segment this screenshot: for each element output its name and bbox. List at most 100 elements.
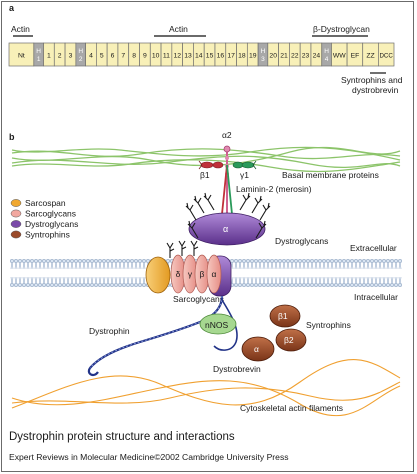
syntrophins-label: Syntrophins	[306, 320, 351, 330]
lipid-head	[245, 258, 251, 264]
lipid-head	[45, 282, 51, 288]
lipid-head	[353, 258, 359, 264]
domain-label: 13	[184, 53, 192, 60]
lipid-head	[241, 258, 247, 264]
lipid-head	[285, 282, 291, 288]
lipid-head	[73, 282, 79, 288]
lipid-head	[77, 258, 83, 264]
lipid-head	[121, 282, 127, 288]
legend: SarcospanSarcoglycansDystroglycansSyntro…	[10, 198, 78, 240]
actin-mid-label: Actin	[169, 24, 188, 34]
syntrophin-beta2	[275, 328, 307, 352]
lipid-head	[393, 258, 399, 264]
lipid-head	[281, 258, 287, 264]
syntrophin-alpha-label: α	[254, 344, 259, 354]
panel-a-label: a	[9, 3, 15, 13]
lipid-head	[233, 282, 239, 288]
glycan-chains	[166, 192, 271, 258]
lipid-head	[41, 282, 47, 288]
glycan-chain	[239, 192, 251, 211]
lipid-head	[249, 282, 255, 288]
lipid-head	[81, 282, 87, 288]
lipid-head	[309, 258, 315, 264]
lipid-head	[385, 282, 391, 288]
domain-dcc	[378, 42, 395, 67]
lipid-head	[145, 258, 151, 264]
domain-label: 1	[47, 53, 51, 60]
domain-label: 3	[69, 53, 73, 60]
lipid-head	[397, 258, 403, 264]
lipid-head	[381, 282, 387, 288]
lipid-head	[233, 258, 239, 264]
legend-label: Sarcospan	[25, 198, 66, 208]
lipid-head	[293, 258, 299, 264]
dystrobrevin-label: Dystrobrevin	[213, 364, 261, 374]
lipid-head	[353, 282, 359, 288]
alpha-dystroglycan-label: α	[223, 224, 228, 234]
lipid-head	[69, 258, 75, 264]
lipid-head	[345, 258, 351, 264]
lipid-head	[53, 282, 59, 288]
nnos-label: nNOS	[205, 320, 228, 330]
domain-label: 12	[173, 53, 181, 60]
lipid-head	[53, 258, 59, 264]
lipid-head	[393, 282, 399, 288]
lipid-head	[253, 282, 259, 288]
syntrophins-label-2: dystrobrevin	[352, 85, 399, 95]
lipid-head	[125, 258, 131, 264]
glycan-chain	[203, 192, 215, 211]
domain-label: 16	[217, 53, 225, 60]
lipid-head	[45, 258, 51, 264]
lipid-head	[265, 258, 271, 264]
legend-swatch	[10, 220, 22, 228]
sarcoglycan-3	[206, 254, 222, 294]
lipid-head	[141, 282, 147, 288]
dystrophin-label: Dystrophin	[89, 326, 130, 336]
lipid-head	[325, 282, 331, 288]
lipid-head	[73, 258, 79, 264]
legend-swatch	[10, 230, 22, 239]
domain-label: Nt	[18, 53, 25, 60]
lipid-head	[321, 282, 327, 288]
lipid-head	[337, 282, 343, 288]
lipid-head	[33, 282, 39, 288]
glycan-chain	[178, 240, 187, 256]
domain-label: 2	[58, 53, 62, 60]
lipid-head	[97, 282, 103, 288]
domain-label: 10	[152, 53, 160, 60]
lipid-head	[337, 258, 343, 264]
panel-b-label: b	[9, 132, 15, 142]
lipid-head	[77, 282, 83, 288]
lipid-head	[333, 282, 339, 288]
hinge-number: 3	[261, 56, 265, 63]
domain-label: 18	[238, 53, 246, 60]
lipid-head	[61, 282, 67, 288]
lipid-head	[113, 282, 119, 288]
domain-label: DCC	[379, 53, 393, 60]
lipid-head	[269, 282, 275, 288]
lipid-head	[13, 282, 19, 288]
lipid-head	[317, 258, 323, 264]
domain-label: 21	[280, 53, 288, 60]
glycan-chain	[259, 202, 271, 221]
lipid-head	[277, 258, 283, 264]
lipid-head	[37, 258, 43, 264]
lipid-head	[125, 282, 131, 288]
lipid-head	[81, 258, 87, 264]
lipid-head	[29, 258, 35, 264]
lipid-head	[325, 258, 331, 264]
domain-label: 14	[195, 53, 203, 60]
glycan-chain	[193, 195, 205, 214]
lipid-head	[309, 282, 315, 288]
sarcoglycans-label: Sarcoglycans	[173, 294, 224, 304]
lipid-head	[93, 282, 99, 288]
lipid-head	[57, 258, 63, 264]
hinge-letter: H	[78, 48, 83, 55]
lipid-head	[257, 258, 263, 264]
lipid-head	[85, 282, 91, 288]
hinge-letter: H	[36, 48, 41, 55]
sarcoglycan-label: α	[212, 269, 217, 279]
lipid-head	[289, 282, 295, 288]
